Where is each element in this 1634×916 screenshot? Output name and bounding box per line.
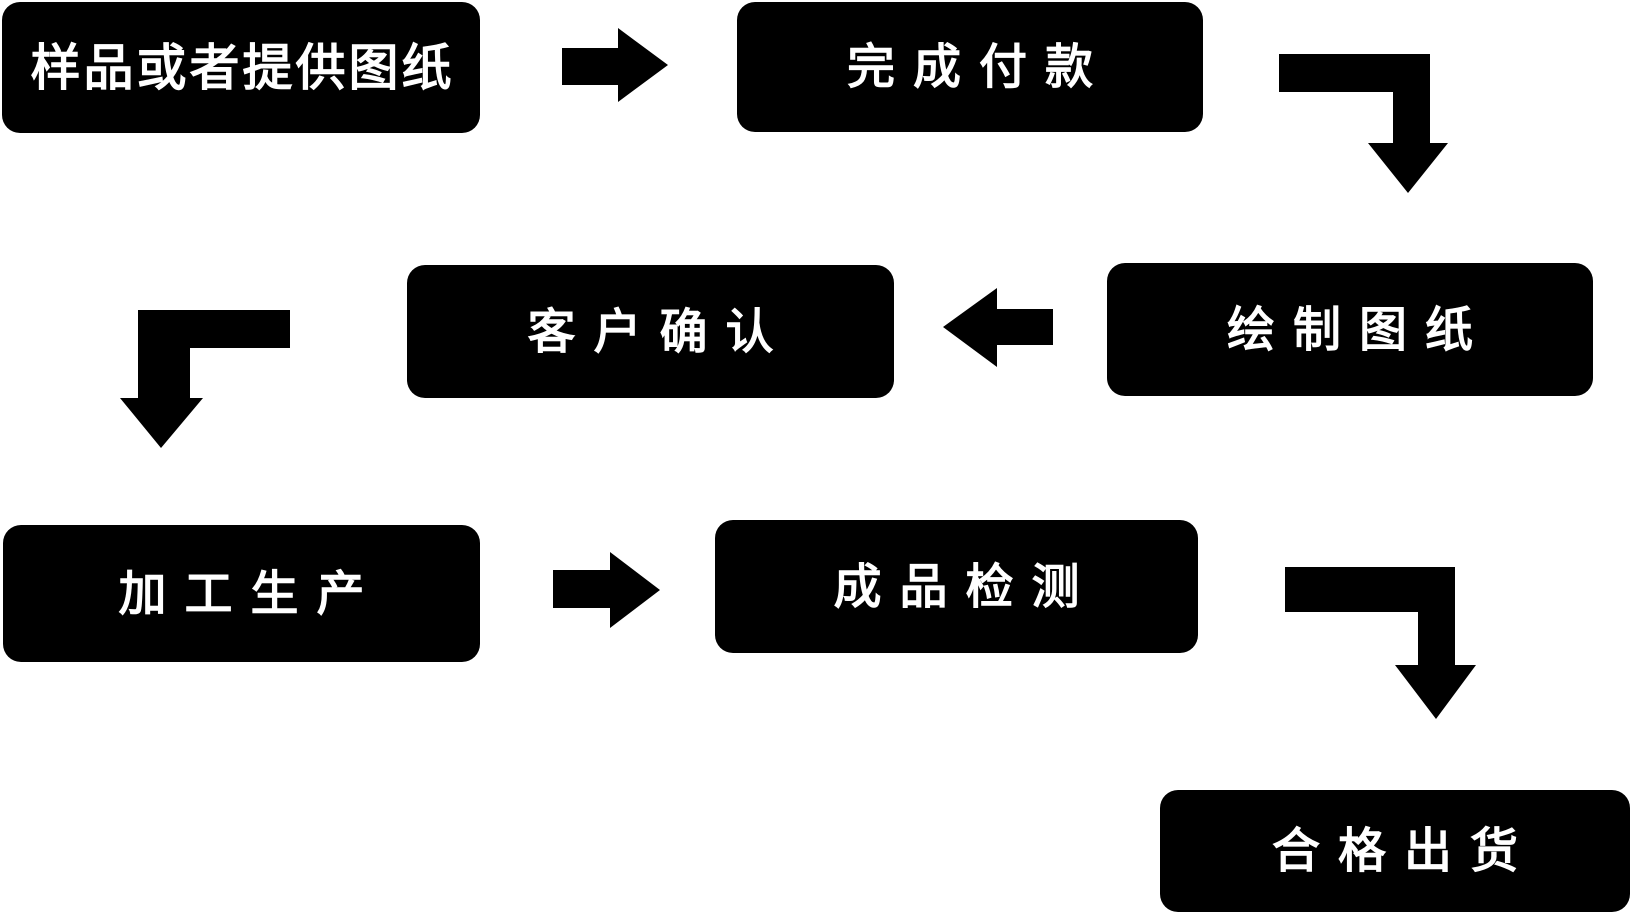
arrow-drawing-to-confirm	[943, 288, 1053, 367]
arrow-inspection-to-shipment	[1285, 567, 1476, 719]
flow-node-customer-confirm: 客户确认	[407, 265, 894, 398]
arrow-sample-to-payment	[562, 28, 668, 102]
flow-node-qualified-shipment: 合格出货	[1160, 790, 1630, 912]
arrow-payment-to-drawing	[1279, 54, 1448, 193]
flow-node-draw-drawings: 绘制图纸	[1107, 263, 1593, 396]
arrow-production-to-inspection	[553, 552, 660, 628]
flow-node-product-inspection: 成品检测	[715, 520, 1198, 653]
flow-node-complete-payment: 完成付款	[737, 2, 1203, 132]
flow-node-sample-or-drawings: 样品或者提供图纸	[2, 2, 480, 133]
flow-node-processing-production: 加工生产	[3, 525, 480, 662]
arrow-confirm-to-production	[120, 310, 290, 448]
